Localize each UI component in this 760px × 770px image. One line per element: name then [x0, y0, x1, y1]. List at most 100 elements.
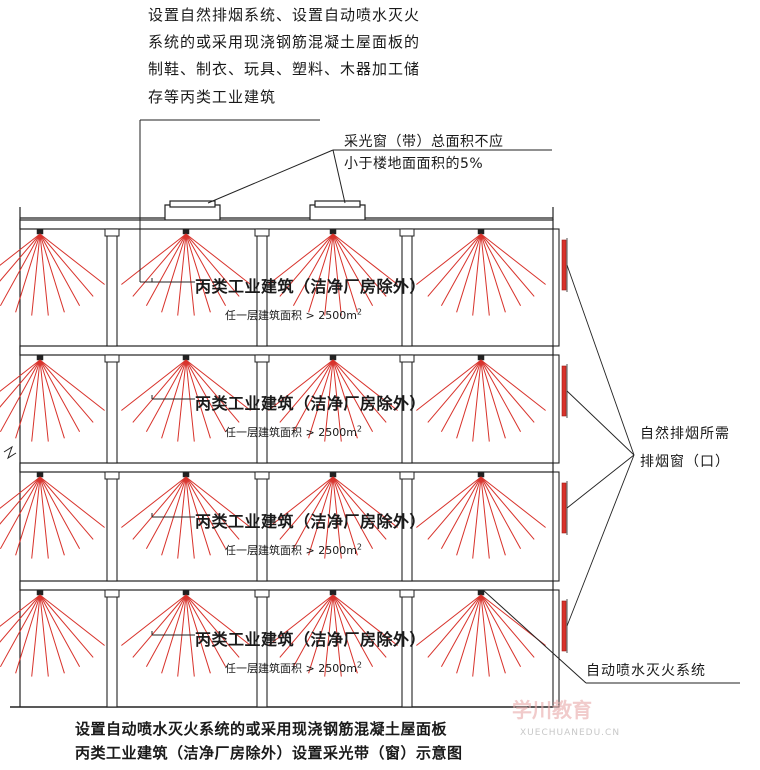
sprinkler-spray-line [279, 359, 334, 423]
sprinkler-spray-line [427, 476, 482, 540]
top-note-line: 设置自然排烟系统、设置自动喷水灭火 [148, 6, 421, 24]
sprinkler-system-note: 自动喷水灭火系统 [586, 663, 706, 679]
right-wall [552, 228, 560, 347]
sprinkler-spray-line [324, 359, 334, 442]
sprinkler-spray-line [39, 476, 65, 556]
skylight-note-line: 小于楼地面面积的5% [344, 156, 484, 172]
sprinkler-spray-line [480, 476, 535, 540]
sprinkler-head [477, 471, 485, 478]
sprinkler-spray-line [39, 233, 81, 307]
sprinkler-spray-line [332, 476, 358, 556]
sprinkler-spray-line [332, 233, 358, 313]
sprinkler-spray-line [39, 359, 94, 423]
sprinkler-head [36, 471, 44, 478]
sprinkler-head [329, 589, 337, 596]
sprinkler-spray-line [332, 476, 387, 540]
sprinkler-spray-line [480, 476, 546, 528]
smoke-exhaust-window [561, 239, 567, 291]
sprinkler-spray-line [121, 233, 187, 285]
sprinkler-spray-line [121, 476, 187, 528]
sprinkler-spray-line [480, 359, 535, 423]
sprinkler-head [182, 471, 190, 478]
smoke-window-note-line: 排烟窗（口） [640, 454, 730, 470]
sprinkler-head [36, 589, 44, 596]
sprinkler-spray-line [185, 476, 251, 528]
sprinkler-spray-line [332, 594, 374, 668]
sprinkler-spray-line [185, 476, 211, 556]
sprinkler-spray-line [185, 476, 195, 559]
column-capital [254, 589, 270, 598]
sprinkler-spray-line [145, 476, 187, 550]
sprinkler-head [477, 354, 485, 361]
sprinkler-head [329, 228, 337, 235]
skylight-leader [207, 149, 334, 204]
sprinkler-head [36, 228, 44, 235]
sprinkler-spray-line [268, 594, 334, 646]
sprinkler-spray-line [145, 594, 187, 668]
column-capital [399, 228, 415, 237]
sprinkler-spray-line [185, 594, 251, 646]
sprinkler-spray-line [0, 594, 41, 627]
sprinkler-spray-line [0, 594, 41, 668]
sprinkler-spray-line [456, 476, 482, 556]
floor-slab [19, 219, 554, 230]
right-wall [552, 471, 560, 582]
sprinkler-spray-line [121, 594, 187, 646]
sprinkler-spray-line [427, 233, 482, 297]
column-capital [104, 228, 120, 237]
sprinkler-spray-line [292, 359, 334, 433]
watermark-logo: 学川教育 [512, 698, 592, 722]
sprinkler-spray-line [292, 233, 334, 307]
sprinkler-spray-line [185, 476, 227, 550]
sprinkler-spray-line [39, 594, 105, 646]
sprinkler-spray-line [416, 476, 482, 528]
building-structure [3, 200, 568, 708]
sprinkler-spray-line [332, 476, 342, 559]
sprinkler-spray-line [456, 233, 482, 313]
sprinkler-spray-line [31, 359, 41, 442]
column-capital [104, 354, 120, 363]
sprinkler-spray-line [185, 594, 240, 658]
sprinkler-spray-line [332, 359, 358, 439]
sprinkler-spray-line [480, 359, 522, 433]
smoke-window-leader [566, 454, 635, 509]
sprinkler-spray-line [268, 359, 334, 411]
sprinkler-spray-line [332, 594, 342, 677]
column-capital [399, 471, 415, 480]
sprinkler-spray-line [324, 233, 334, 316]
sprinkler-spray-line [177, 233, 187, 316]
sprinkler-spray-line [185, 233, 240, 297]
sprinkler-spray-line [440, 359, 482, 433]
sprinkler-spray-line [145, 359, 187, 433]
sprinkler-spray-line [279, 594, 334, 658]
caption-line-2: 丙类工业建筑（洁净厂房除外）设置采光带（窗）示意图 [75, 744, 463, 762]
sprinkler-spray-line [185, 594, 195, 677]
smoke-window-leader [566, 390, 635, 456]
smoke-exhaust-window [561, 365, 567, 417]
sprinkler-spray-line [292, 594, 334, 668]
floor-4-area: 任一层建筑面积 > 2500m2 [225, 660, 363, 675]
sprinkler-spray-line [279, 233, 334, 297]
column-capital [104, 471, 120, 480]
leader-lines [139, 119, 740, 684]
floor-3-name: 丙类工业建筑（洁净厂房除外） [195, 512, 427, 531]
sprinkler-spray-line [480, 359, 546, 411]
column [106, 589, 118, 708]
sprinkler-spray-line [185, 476, 240, 540]
sprinkler-spray-line [480, 233, 490, 316]
floor-slab [19, 462, 554, 473]
sprinkler-spray-line [39, 476, 81, 550]
sprinkler-spray-line [0, 233, 41, 266]
sprinkler-spray-line [324, 476, 334, 559]
sprinkler-spray-line [0, 359, 41, 408]
sprinkler-spray-line [39, 359, 81, 433]
sprinkler-spray-line [39, 594, 49, 677]
column-capital [399, 354, 415, 363]
sprinkler-spray-line [39, 594, 65, 674]
sprinkler-spray-line [132, 594, 187, 658]
sprinkler-spray-line [332, 233, 387, 297]
sprinkler-spray-line [39, 476, 105, 528]
sprinkler-spray-line [15, 476, 41, 556]
sprinkler-spray-line [480, 233, 522, 307]
